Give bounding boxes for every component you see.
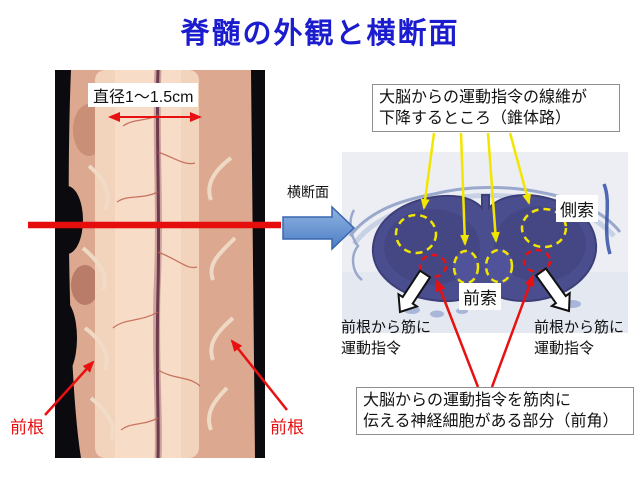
- nerve-rootlets: [81, 156, 237, 441]
- motor-command-left-line1: 前根から筋に: [341, 319, 432, 336]
- anterior-root-label-right: 前根: [270, 418, 304, 437]
- motor-command-label-right: 前根から筋に 運動指令: [534, 317, 624, 359]
- page-title: 脊髄の外観と横断面: [180, 18, 460, 50]
- anterior-horn-note-line1: 大脳からの運動指令を筋肉に: [363, 392, 572, 409]
- anterior-funiculus-label: 前索: [459, 283, 501, 310]
- pyramidal-tract-note: 大脳からの運動指令の線維が 下降するところ（錐体路）: [372, 84, 620, 132]
- motor-command-right-line2: 運動指令: [534, 340, 595, 357]
- motor-command-right-line1: 前根から筋に: [534, 319, 625, 336]
- pyramidal-tract-note-line2: 下降するところ（錐体路）: [379, 110, 572, 127]
- pyramidal-tract-note-line1: 大脳からの運動指令の線維が: [379, 89, 588, 106]
- spinal-cord-photo: [49, 69, 265, 459]
- spinal-cord-photo-graphic: [49, 69, 265, 459]
- anterior-horn-note: 大脳からの運動指令を筋肉に 伝える神経細胞がある部分（前角）: [356, 387, 634, 435]
- anterior-horn-note-line2: 伝える神経細胞がある部分（前角）: [363, 413, 619, 430]
- cross-section-flow-label: 横断面: [287, 184, 329, 200]
- motor-command-label-left: 前根から筋に 運動指令: [341, 317, 431, 359]
- motor-command-left-line2: 運動指令: [341, 340, 402, 357]
- lateral-funiculus-label: 側索: [556, 195, 598, 222]
- diameter-label: 直径1～1.5cm: [88, 83, 199, 107]
- anterior-root-label-left: 前根: [10, 418, 44, 437]
